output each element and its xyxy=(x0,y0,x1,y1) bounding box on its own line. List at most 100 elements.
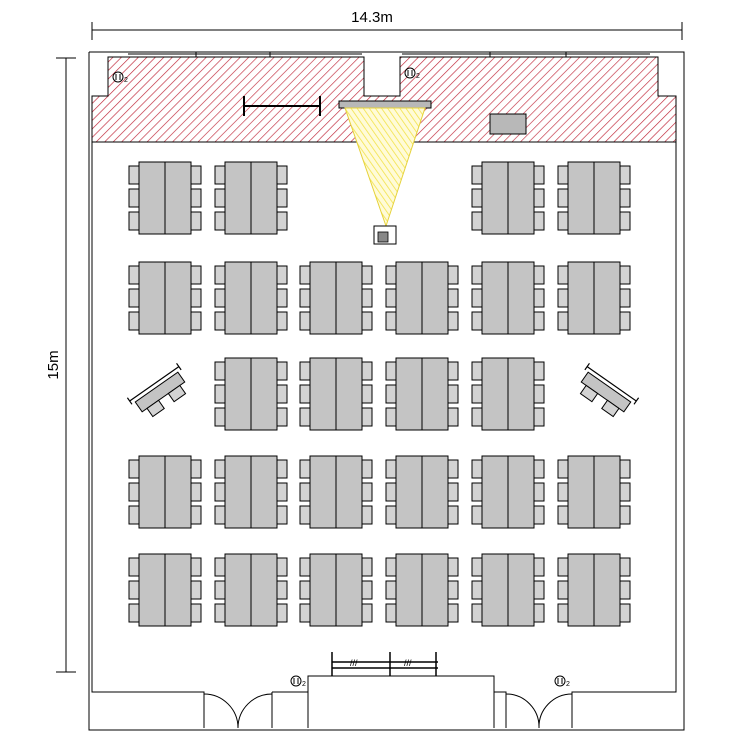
chair xyxy=(190,580,202,600)
desk xyxy=(580,371,632,413)
chair xyxy=(214,557,226,577)
chair xyxy=(385,580,397,600)
chair xyxy=(471,459,483,479)
chair xyxy=(533,603,545,623)
podium xyxy=(489,113,527,135)
desk xyxy=(567,455,595,529)
rack-marks: /// xyxy=(350,658,358,668)
chair xyxy=(471,603,483,623)
table-group xyxy=(128,161,202,235)
chair xyxy=(299,311,311,331)
chair xyxy=(533,407,545,427)
chair xyxy=(276,557,288,577)
chair xyxy=(276,459,288,479)
chair xyxy=(361,557,373,577)
chair xyxy=(276,384,288,404)
angled-table xyxy=(126,362,187,418)
desk xyxy=(309,261,337,335)
chair xyxy=(214,211,226,231)
chair xyxy=(128,459,140,479)
chair xyxy=(214,165,226,185)
chair xyxy=(533,482,545,502)
chair xyxy=(276,580,288,600)
desk xyxy=(134,371,186,413)
chair xyxy=(361,580,373,600)
chair xyxy=(557,188,569,208)
width-dimension: 14.3m xyxy=(91,9,683,40)
table-groups xyxy=(126,161,640,627)
chair xyxy=(533,288,545,308)
chair xyxy=(276,505,288,525)
chair xyxy=(533,211,545,231)
chair xyxy=(619,505,631,525)
angled-table xyxy=(579,362,640,418)
projector-icon xyxy=(373,225,397,245)
desk xyxy=(250,261,278,335)
chair xyxy=(471,311,483,331)
chair xyxy=(276,361,288,381)
chair xyxy=(214,482,226,502)
table-group xyxy=(128,553,202,627)
chair xyxy=(447,482,459,502)
table-group xyxy=(557,553,631,627)
table-group xyxy=(299,261,373,335)
chair xyxy=(190,505,202,525)
table-group xyxy=(385,261,459,335)
height-label: 15m xyxy=(45,350,62,379)
chair xyxy=(385,407,397,427)
table-group xyxy=(385,553,459,627)
outlet-label: 2 xyxy=(124,77,128,84)
chair xyxy=(385,384,397,404)
chair xyxy=(619,265,631,285)
chair xyxy=(471,188,483,208)
chair xyxy=(128,557,140,577)
chair xyxy=(361,459,373,479)
chair xyxy=(579,384,599,403)
desk xyxy=(395,357,423,431)
chair xyxy=(557,459,569,479)
chair xyxy=(601,399,620,418)
stage-hatch-area xyxy=(91,56,677,143)
desk xyxy=(224,357,252,431)
chair xyxy=(447,384,459,404)
chair xyxy=(299,557,311,577)
chair xyxy=(276,188,288,208)
desk xyxy=(593,161,621,235)
outlet-icon: 2 xyxy=(290,675,306,688)
chair xyxy=(276,311,288,331)
chair xyxy=(533,557,545,577)
table-group xyxy=(214,261,288,335)
chair xyxy=(471,211,483,231)
chair xyxy=(214,459,226,479)
chair xyxy=(533,459,545,479)
chair xyxy=(471,384,483,404)
door-icon[interactable] xyxy=(505,693,573,729)
chair xyxy=(190,603,202,623)
chair xyxy=(214,311,226,331)
chair xyxy=(299,407,311,427)
table-group xyxy=(471,261,545,335)
table-group xyxy=(557,261,631,335)
desk xyxy=(250,357,278,431)
outlet-label: 2 xyxy=(566,681,570,688)
door-icon[interactable] xyxy=(203,693,273,729)
chair xyxy=(385,603,397,623)
desk xyxy=(395,261,423,335)
chair xyxy=(471,407,483,427)
chair xyxy=(619,603,631,623)
chair xyxy=(167,384,187,403)
chair xyxy=(190,211,202,231)
chair xyxy=(361,361,373,381)
chair xyxy=(619,580,631,600)
chair xyxy=(214,505,226,525)
chair xyxy=(276,482,288,502)
desk xyxy=(309,455,337,529)
chair xyxy=(128,603,140,623)
table-group xyxy=(471,161,545,235)
chair xyxy=(299,482,311,502)
chair xyxy=(533,505,545,525)
chair xyxy=(619,288,631,308)
chair xyxy=(471,557,483,577)
chair xyxy=(299,603,311,623)
desk xyxy=(593,455,621,529)
